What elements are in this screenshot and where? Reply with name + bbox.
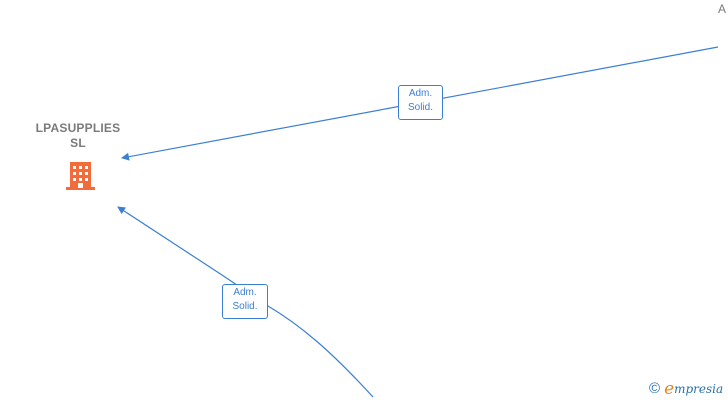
company-name-line1: LPASUPPLIES [35, 121, 121, 135]
edge-label-top-line1: Adm. [408, 88, 433, 99]
edge-line-bottom[interactable] [117, 206, 374, 398]
brand-wordmark: mpresia [674, 382, 724, 396]
company-node-label[interactable]: LPASUPPLIES SL [18, 121, 138, 151]
empresia-logo: © e mpresia [649, 379, 723, 399]
truncated-node-label[interactable]: A [718, 2, 727, 16]
brand-initial: e [664, 379, 675, 399]
edge-label-bottom[interactable]: Adm. Solid. [222, 284, 268, 319]
copyright-icon: © [649, 380, 661, 397]
edge-label-bottom-line2: Solid. [232, 301, 258, 312]
edge-label-top-line2: Solid. [407, 102, 433, 113]
edge-label-bottom-line1: Adm. [233, 287, 257, 298]
company-name-line2: SL [70, 136, 86, 150]
building-icon[interactable] [64, 158, 97, 192]
edge-label-top[interactable]: Adm. Solid. [398, 85, 443, 120]
